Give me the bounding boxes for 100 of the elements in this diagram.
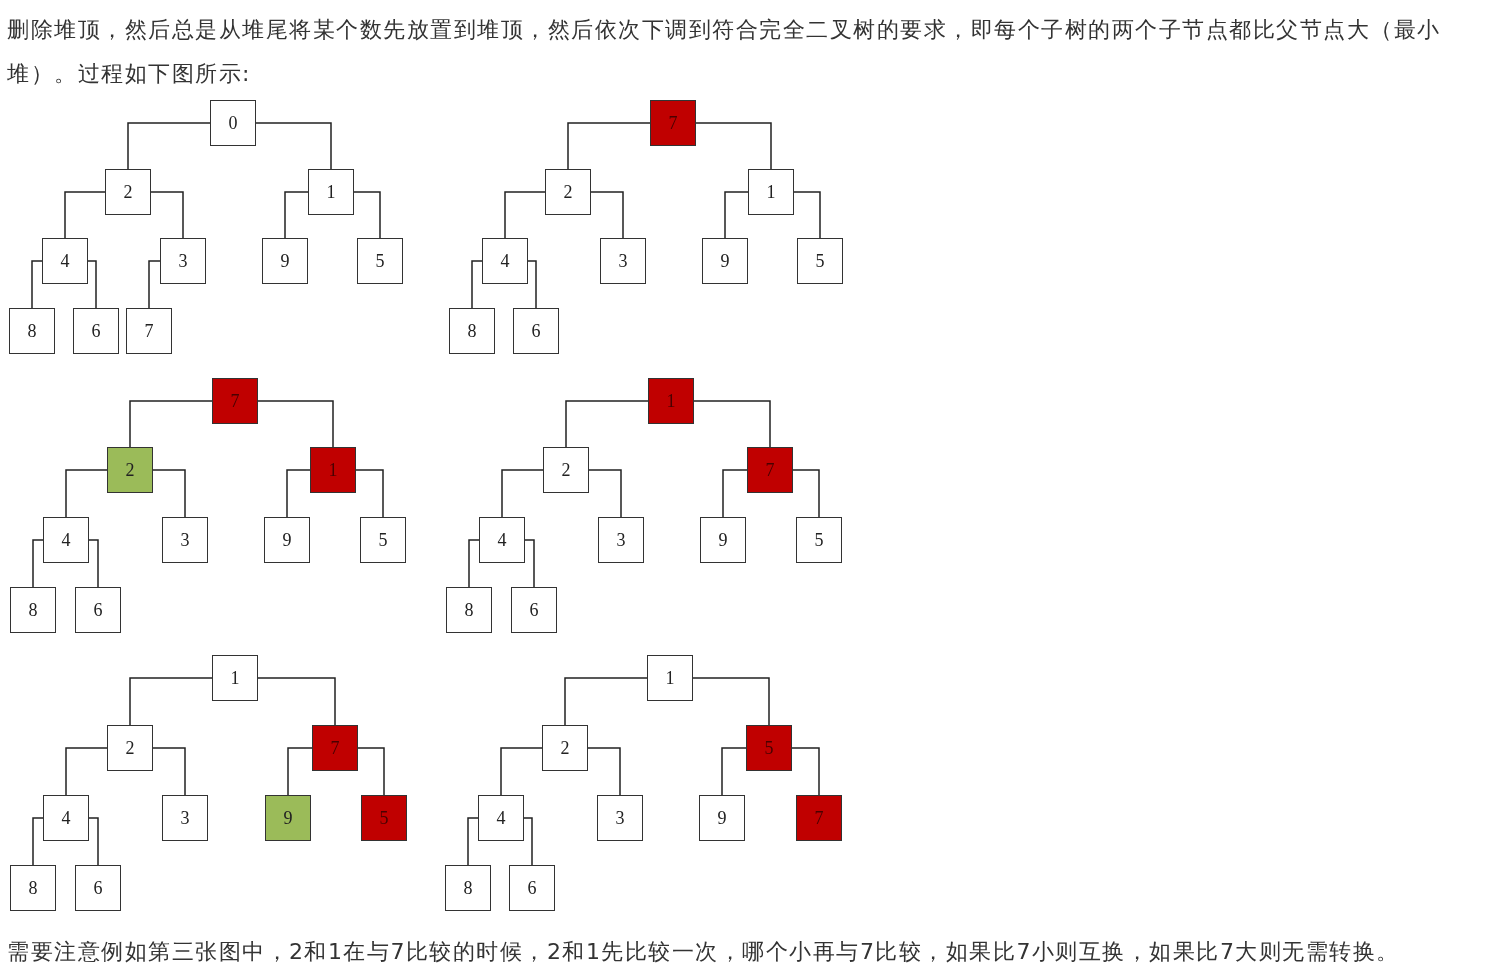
tree-node-box [361, 795, 407, 841]
node-value: 2 [561, 459, 571, 481]
node-value: 8 [28, 877, 38, 899]
tree-branch-line [65, 747, 108, 796]
node-value: 3 [618, 250, 628, 272]
tree-node-box [160, 238, 206, 284]
tree-branch-line [500, 747, 543, 796]
tree-node-box [264, 517, 310, 563]
tree-node-box [482, 238, 528, 284]
tree-node-box [10, 865, 56, 911]
node-value: 6 [531, 320, 541, 342]
tree-node-box [545, 169, 591, 215]
tree-branch-line [590, 191, 624, 239]
node-value: 5 [379, 807, 389, 829]
node-value: 4 [60, 250, 70, 272]
tree-node-box [479, 517, 525, 563]
tree-node-box [210, 100, 256, 146]
node-value: 9 [718, 529, 728, 551]
node-value: 2 [560, 737, 570, 759]
tree-branch-line [722, 469, 748, 518]
tree-node-box [265, 795, 311, 841]
tree-node-box [43, 517, 89, 563]
node-value: 7 [230, 390, 240, 412]
node-value: 1 [766, 181, 776, 203]
node-value: 1 [328, 459, 338, 481]
node-value: 9 [282, 529, 292, 551]
tree-branch-line [32, 539, 44, 588]
tree-branch-line [565, 400, 649, 448]
node-value: 7 [144, 320, 154, 342]
tree-branch-line [286, 469, 311, 518]
tree-branch-line [355, 469, 384, 518]
tree-branch-line [255, 122, 332, 170]
node-value: 6 [529, 599, 539, 621]
tree-branch-line [87, 260, 97, 309]
tree-branch-line [284, 191, 309, 239]
tree-node-box [509, 865, 555, 911]
node-value: 2 [563, 181, 573, 203]
tree-branch-line [353, 191, 381, 239]
node-value: 3 [180, 529, 190, 551]
node-value: 8 [464, 599, 474, 621]
tree-branch-line [88, 817, 99, 866]
node-value: 5 [378, 529, 388, 551]
tree-branch-line [721, 747, 747, 796]
tree-node-box [360, 517, 406, 563]
node-value: 4 [500, 250, 510, 272]
node-value: 6 [93, 877, 103, 899]
tree-branch-line [523, 817, 533, 866]
node-value: 5 [815, 250, 825, 272]
tree-node-box [796, 517, 842, 563]
tree-branch-line [695, 122, 772, 170]
tree-node-box [75, 587, 121, 633]
tree-branch-line [357, 747, 385, 796]
node-value: 3 [180, 807, 190, 829]
tree-node-box [797, 238, 843, 284]
node-value: 1 [665, 667, 675, 689]
tree-node-box [478, 795, 524, 841]
tree-node-box [262, 238, 308, 284]
tree-branch-line [692, 677, 770, 726]
node-value: 9 [720, 250, 730, 272]
tree-branch-line [567, 122, 651, 170]
node-value: 6 [93, 599, 103, 621]
tree-node-box [107, 725, 153, 771]
node-value: 2 [125, 737, 135, 759]
tree-branch-line [65, 469, 108, 518]
tree-node-box [511, 587, 557, 633]
tree-node-box [600, 238, 646, 284]
tree-branch-line [564, 677, 648, 726]
node-value: 9 [280, 250, 290, 272]
node-value: 8 [28, 599, 38, 621]
node-value: 7 [765, 459, 775, 481]
tree-node-box [796, 795, 842, 841]
node-value: 3 [615, 807, 625, 829]
tree-node-box [699, 795, 745, 841]
paragraph-text: 需要注意例如第三张图中，2和1在与7比较的时候，2和1先比较一次，哪个小再与7比较，如果比7小则互换，如果比7大则无需转换。 [7, 938, 1401, 966]
tree-node-box [212, 378, 258, 424]
node-value: 5 [814, 529, 824, 551]
tree-branch-line [148, 260, 161, 309]
tree-node-box [107, 447, 153, 493]
tree-branch-line [793, 191, 821, 239]
tree-branch-line [32, 817, 44, 866]
tree-branch-line [64, 191, 106, 239]
tree-branch-line [468, 539, 480, 588]
tree-node-box [647, 655, 693, 701]
tree-node-box [9, 308, 55, 354]
tree-node-box [445, 865, 491, 911]
tree-node-box [449, 308, 495, 354]
tree-node-box [126, 308, 172, 354]
node-value: 4 [496, 807, 506, 829]
node-value: 2 [125, 459, 135, 481]
tree-node-box [597, 795, 643, 841]
paragraph-text: 删除堆顶，然后总是从堆尾将某个数先放置到堆顶，然后依次下调到符合完全二叉树的要求，即每个子树的两个子节点都比父节点大（最小堆）。过程如下图所示: [7, 16, 1442, 88]
tree-node-box [162, 517, 208, 563]
node-value: 8 [467, 320, 477, 342]
tree-node-box [648, 378, 694, 424]
node-value: 1 [326, 181, 336, 203]
tree-node-box [162, 795, 208, 841]
node-value: 6 [527, 877, 537, 899]
node-value: 5 [375, 250, 385, 272]
tree-branch-line [693, 400, 771, 448]
node-value: 7 [814, 807, 824, 829]
